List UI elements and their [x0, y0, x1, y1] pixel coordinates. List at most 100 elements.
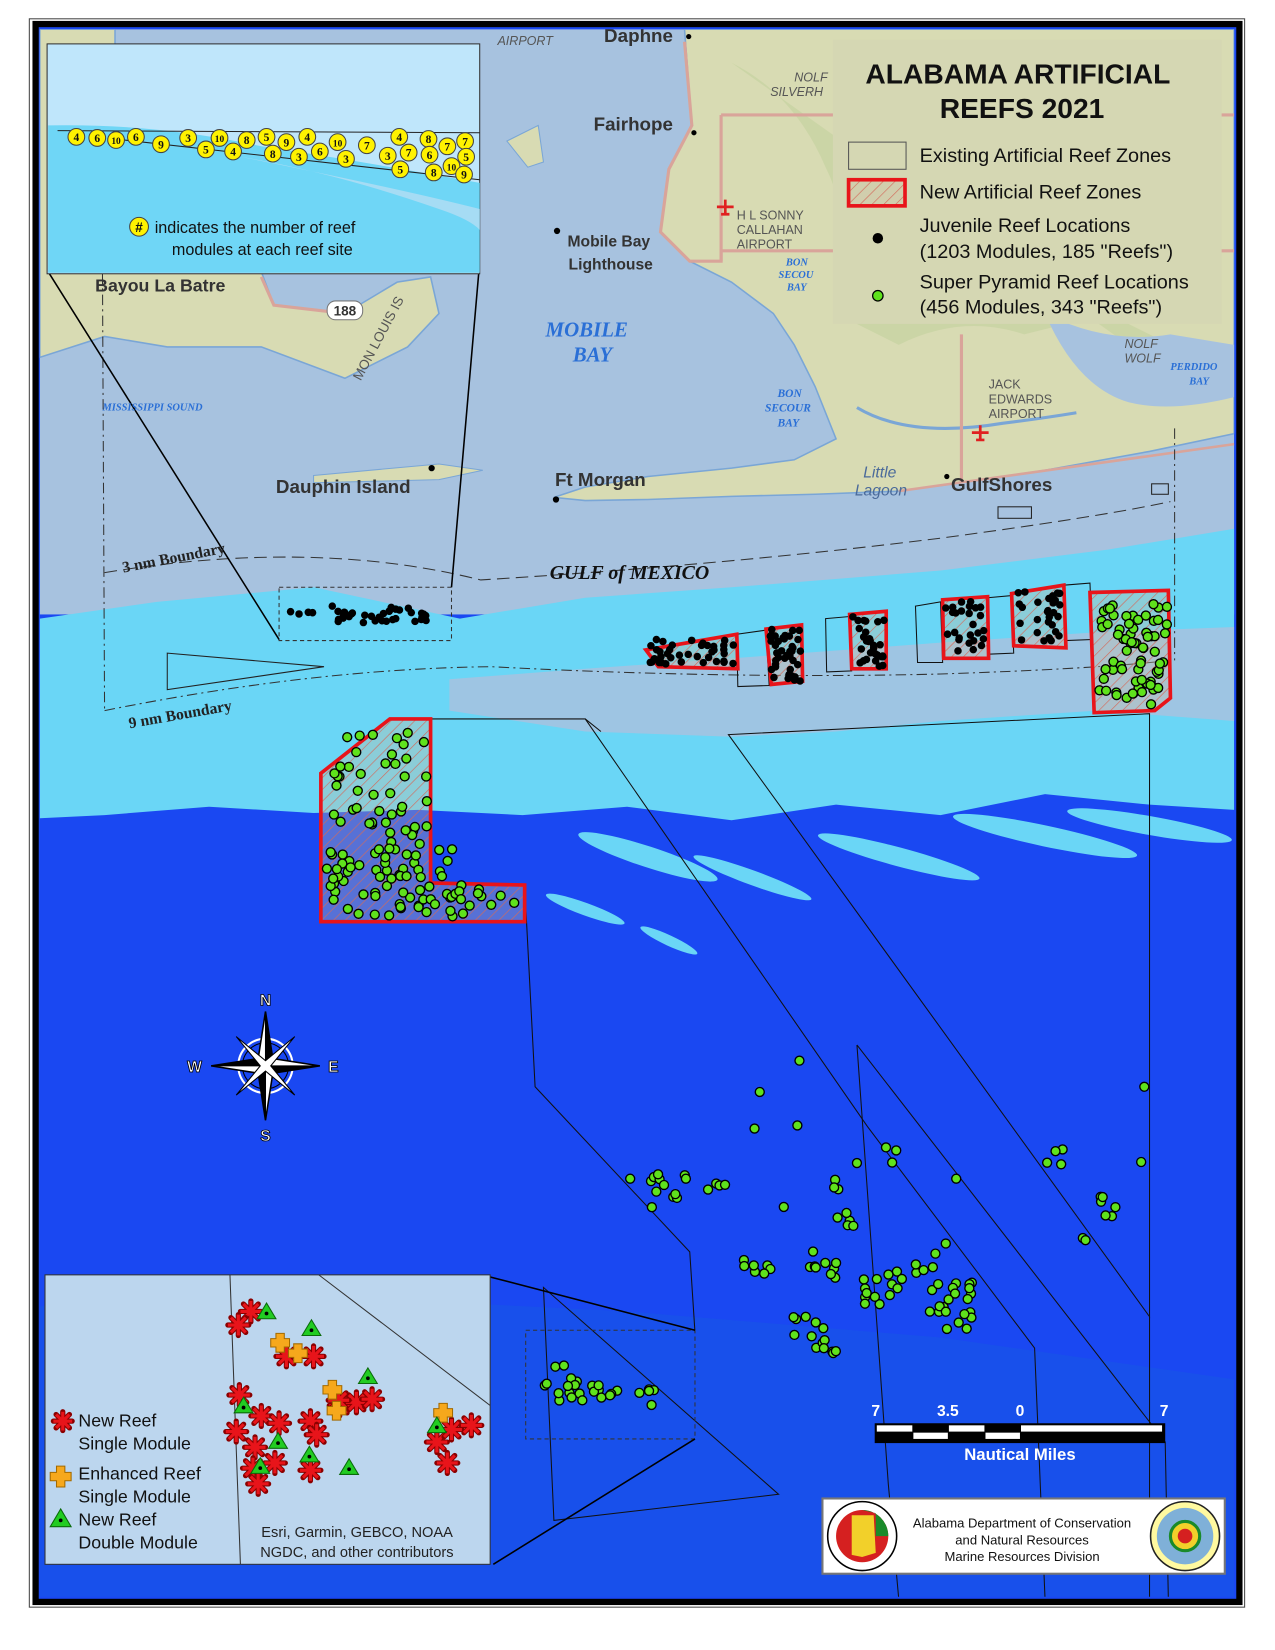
green-triangle-icon	[49, 1507, 73, 1528]
super-pyramid-reef-dot	[739, 1260, 750, 1272]
label-jack-edwards: AIRPORT	[989, 407, 1045, 421]
label-bon-secour-top: BAY	[786, 283, 808, 294]
juvenile-reef-dot	[771, 656, 780, 665]
legend-existing-zones: Existing Artificial Reef Zones	[920, 145, 1172, 167]
module-badge-key-symbol: #	[135, 220, 143, 235]
label-daphne: Daphne	[604, 25, 673, 46]
juvenile-reef-dot	[417, 609, 426, 617]
juvenile-reef-dot	[955, 635, 963, 644]
juvenile-reef-dot	[865, 634, 874, 643]
juvenile-reef-dot	[849, 613, 857, 621]
super-pyramid-reef-dot	[472, 888, 484, 899]
super-pyramid-reef-dot	[553, 1388, 564, 1399]
super-pyramid-reef-dot	[800, 1311, 811, 1322]
state-waters-boundary	[101, 273, 1176, 711]
module-badge	[391, 160, 410, 179]
juvenile-reef-dot	[647, 641, 655, 650]
scale-label: 7	[871, 1403, 880, 1420]
juvenile-reef-dot	[969, 620, 977, 629]
new-reef-double-marker	[426, 1415, 448, 1434]
city-dot	[428, 465, 435, 472]
module-badge	[67, 128, 86, 146]
super-pyramid-reef-dot	[446, 844, 458, 855]
super-pyramid-reef-dot	[351, 802, 362, 814]
super-pyramid-reef-dot	[1097, 1191, 1108, 1203]
super-pyramid-reef-dot	[1136, 674, 1147, 686]
juvenile-reef-dot	[675, 651, 684, 659]
module-badge	[290, 147, 308, 166]
module-badge	[197, 140, 215, 159]
juvenile-reef-dot	[790, 676, 799, 684]
juvenile-reef-dot	[361, 611, 369, 620]
super-pyramid-reef-dot	[832, 1212, 843, 1223]
juvenile-reef-dot	[1040, 637, 1048, 645]
module-badge-count: 3	[385, 151, 391, 163]
juvenile-reef-dot	[677, 658, 686, 666]
new-reef-single-marker	[226, 1381, 253, 1409]
new-reef-single-marker	[273, 1343, 300, 1370]
super-pyramid-reef-dot	[373, 844, 385, 855]
super-pyramid-reef-dot	[959, 1308, 970, 1320]
scale-bar: 7 3.5 0 7 Nautical Miles	[871, 1403, 1168, 1464]
juvenile-reef-dot	[1016, 619, 1024, 628]
legend-juvenile: Juvenile Reef Locations	[920, 215, 1131, 237]
legend-new-single: New Reef	[78, 1410, 156, 1430]
juvenile-reef-dot	[943, 630, 952, 638]
super-pyramid-reef-dot	[949, 1288, 961, 1299]
juvenile-reef-dot	[1033, 615, 1042, 624]
juvenile-reef-dot	[334, 607, 342, 616]
juvenile-reef-dot	[880, 616, 888, 625]
juvenile-reef-dot	[729, 659, 737, 668]
super-pyramid-reef-dot	[1161, 619, 1173, 630]
super-pyramid-reef-dot	[634, 1387, 645, 1399]
module-badge	[257, 128, 276, 146]
label-mississippi-sound: MISSISSIPPI SOUND	[101, 403, 203, 414]
orange-cross-icon	[49, 1465, 72, 1488]
super-pyramid-reef-dot	[321, 863, 333, 874]
inset-shelf	[48, 125, 480, 273]
super-pyramid-reef-dot	[455, 894, 467, 905]
new-reef-single-marker	[239, 1455, 267, 1482]
juvenile-reef-dot	[767, 665, 776, 674]
juvenile-reef-dot	[971, 604, 980, 612]
juvenile-reef-dot	[1044, 618, 1053, 626]
label-dauphin-island: Dauphin Island	[276, 476, 411, 497]
module-badge-count: 10	[333, 139, 343, 149]
super-pyramid-reef-dot	[1136, 1156, 1147, 1168]
existing-zone-small	[1151, 483, 1169, 495]
juvenile-reef-dot	[388, 615, 397, 624]
super-pyramid-reef-dot	[1148, 598, 1159, 610]
super-pyramid-reef-dot	[940, 1306, 952, 1317]
alabama-great-seal-logo	[826, 1500, 898, 1572]
legend-juvenile-detail: (1203 Modules, 185 "Reefs")	[920, 241, 1173, 263]
juvenile-reef-dot	[286, 607, 295, 616]
juvenile-reef-dot	[977, 641, 986, 650]
super-pyramid-reef-dot	[1112, 629, 1124, 640]
module-badge-count: 7	[444, 141, 450, 153]
new-reef-single-marker	[266, 1410, 293, 1437]
coastal-road	[898, 442, 1235, 493]
super-pyramid-reef-dot	[509, 897, 520, 908]
super-pyramid-reef-dot	[596, 1392, 607, 1403]
super-pyramid-reef-dot	[374, 871, 386, 883]
super-pyramid-reef-dot	[754, 1086, 765, 1098]
inset-leader-lines	[47, 271, 480, 640]
label-bon-secour-bay: BON	[777, 388, 803, 400]
super-pyramid-reef-dot	[652, 1169, 664, 1180]
super-pyramid-reef-dot	[325, 847, 336, 858]
scale-label: 7	[1160, 1403, 1169, 1420]
super-pyramid-reef-dot	[1080, 1235, 1091, 1246]
super-pyramid-reef-dot	[1159, 628, 1171, 639]
juvenile-reef-dot	[942, 604, 950, 612]
new-reef-single-marker	[434, 1449, 461, 1477]
module-badge	[399, 143, 418, 162]
module-badge-count: 10	[215, 135, 225, 145]
new-reef-single-marker	[248, 1402, 275, 1429]
module-badge-count: 6	[133, 132, 139, 144]
enhanced-reef-marker	[326, 1400, 347, 1421]
new-reef-double-marker	[249, 1456, 271, 1474]
super-pyramid-reef-dot	[1132, 614, 1144, 625]
label-nolf-silverhill: SILVERH	[770, 85, 824, 99]
super-pyramid-reef-dot	[861, 1287, 872, 1299]
